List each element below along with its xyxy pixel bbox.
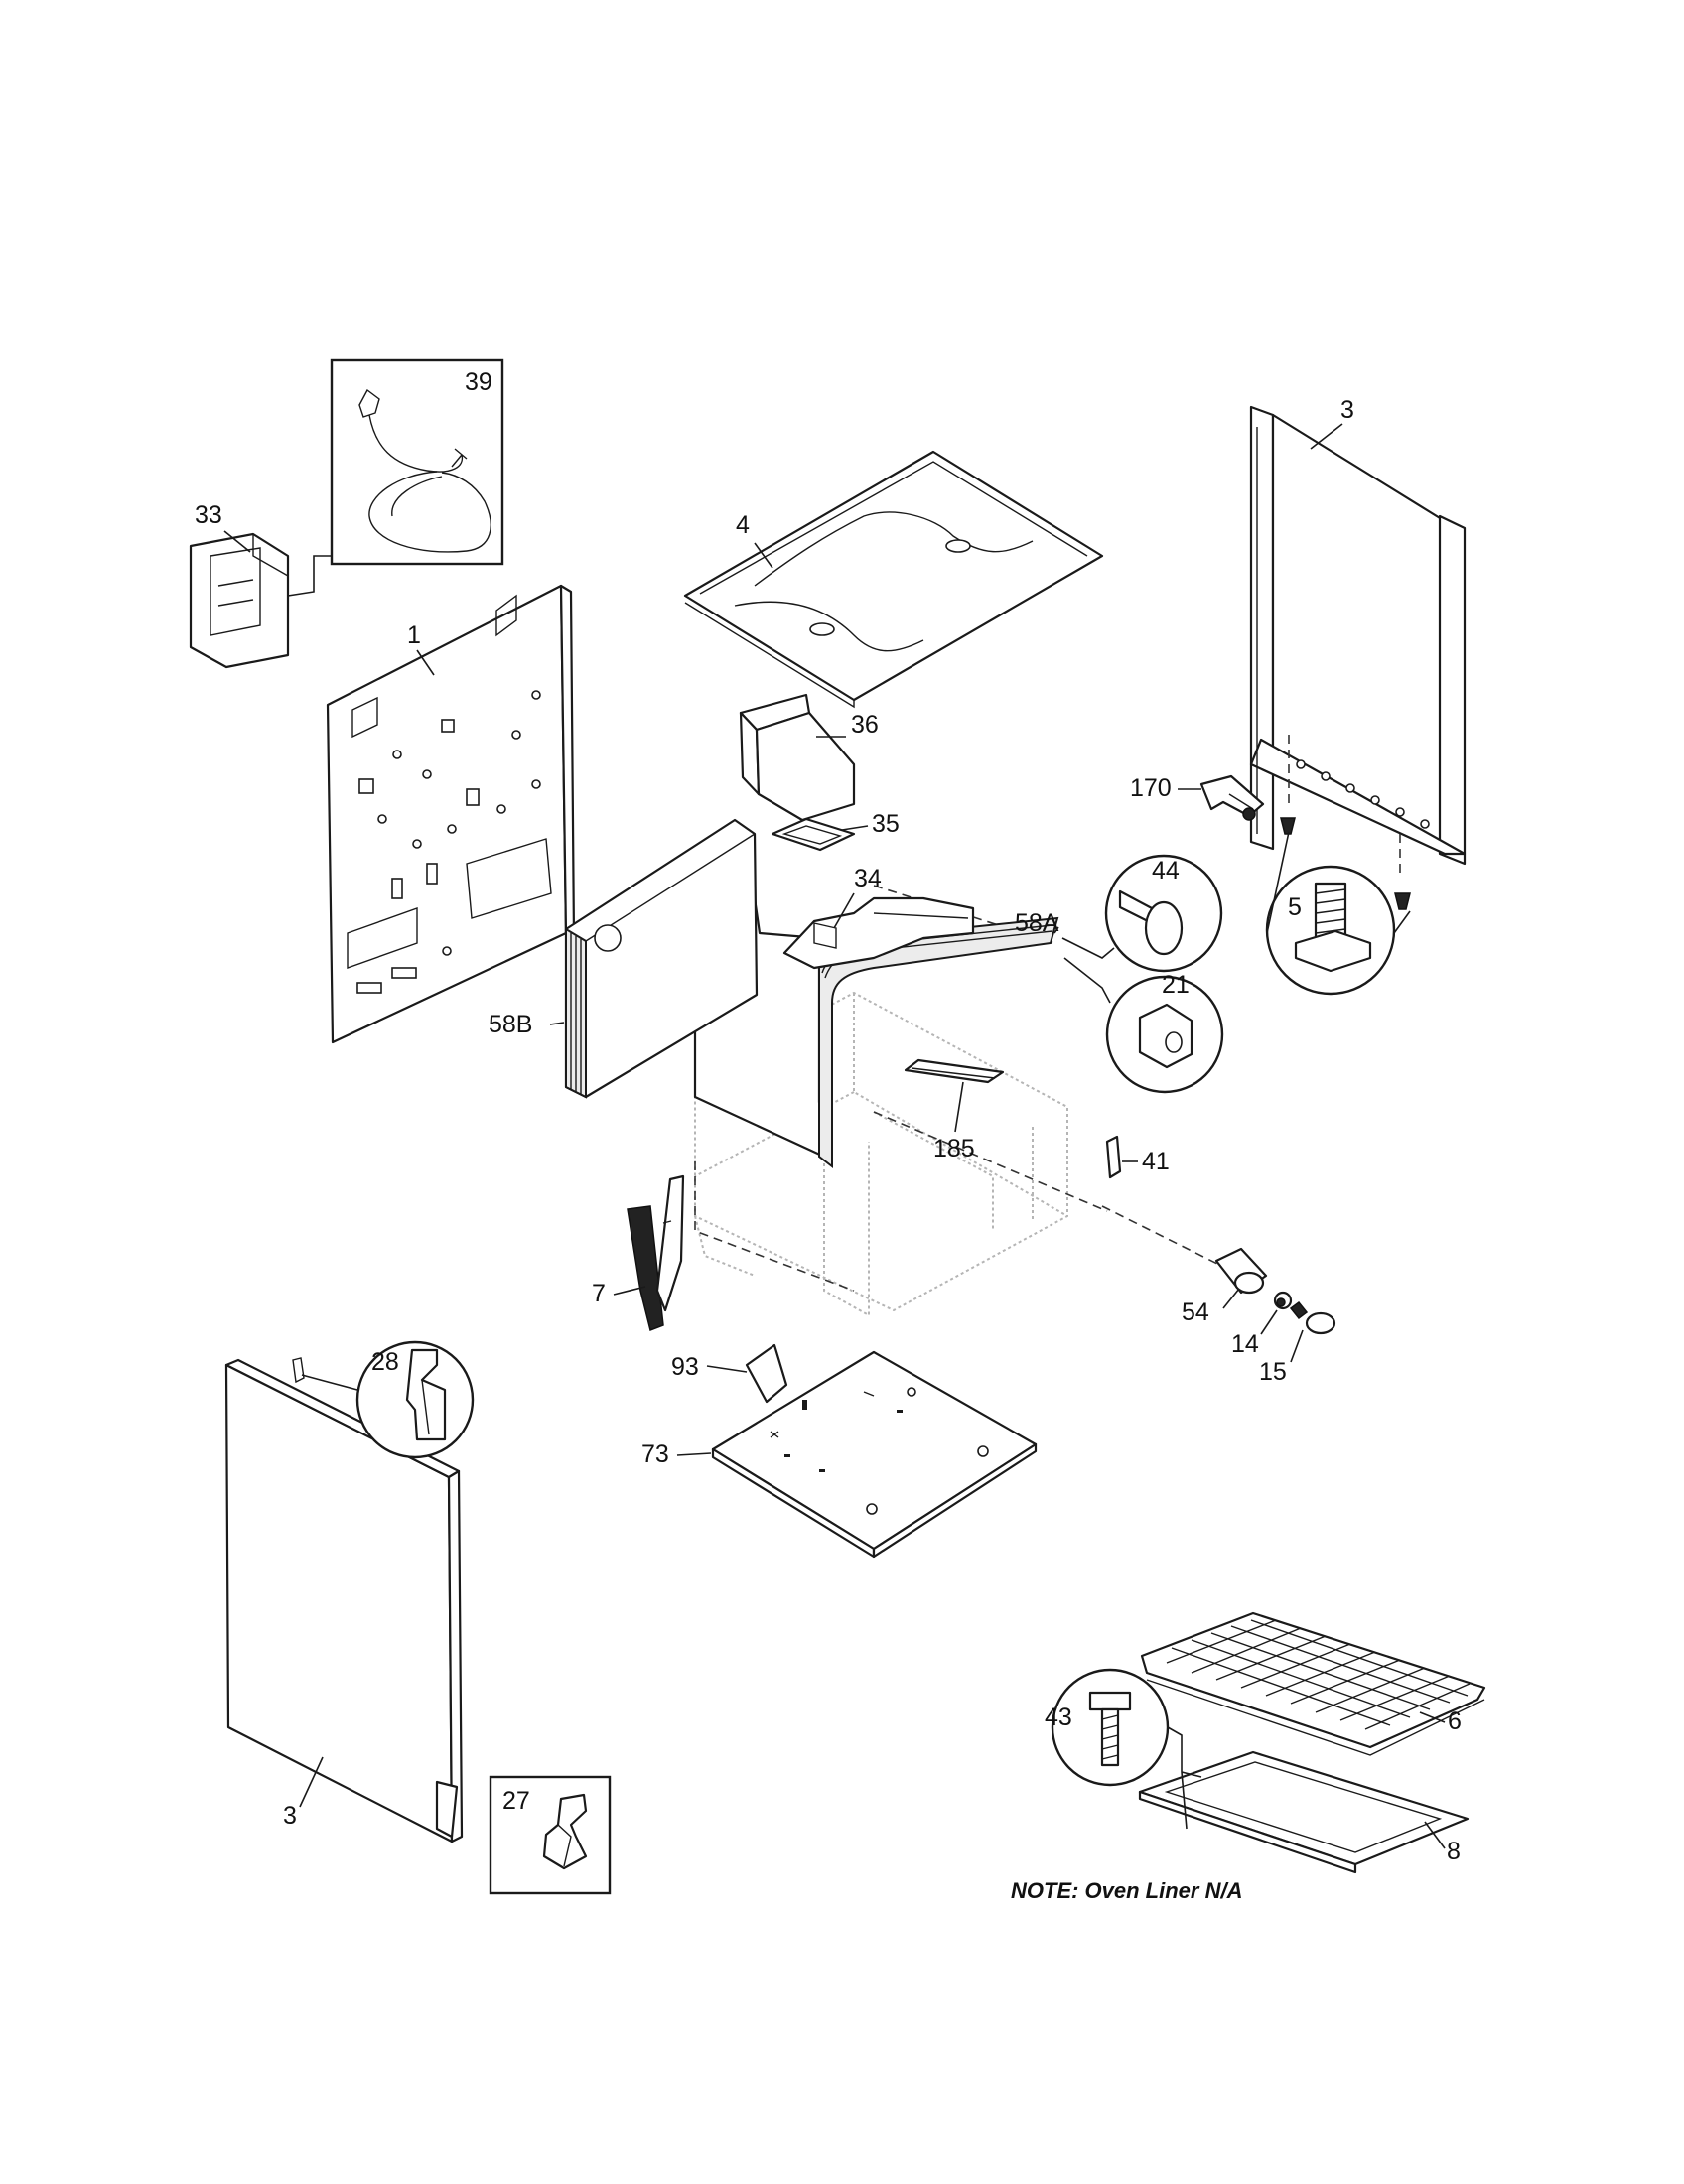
power-cord-box <box>330 358 504 566</box>
label-44: 44 <box>1152 857 1180 885</box>
part-34 <box>782 896 975 970</box>
terminal-block <box>189 532 332 669</box>
label-36: 36 <box>851 711 879 739</box>
leader-33 <box>223 530 251 553</box>
bar-185 <box>904 1058 1005 1084</box>
label-6: 6 <box>1448 1707 1462 1735</box>
leader-6 <box>1419 1711 1446 1723</box>
back-panel <box>326 584 576 1044</box>
label-93: 93 <box>671 1353 699 1381</box>
bracket-36 <box>739 693 856 822</box>
leader-35 <box>841 825 869 831</box>
bracket-170 <box>1199 774 1265 821</box>
label-39: 39 <box>465 368 492 396</box>
leader-4 <box>754 542 773 569</box>
insulation-58B <box>564 818 759 1099</box>
label-14: 14 <box>1231 1330 1259 1358</box>
leader-5 <box>1266 831 1411 934</box>
screw-left <box>1280 817 1296 835</box>
leader-8 <box>1424 1821 1446 1849</box>
label-21: 21 <box>1162 971 1190 999</box>
label-33: 33 <box>195 501 222 529</box>
hinge-7 <box>627 1174 685 1332</box>
bracket-93 <box>745 1343 788 1404</box>
bulb-15 <box>1289 1300 1336 1335</box>
clip-41 <box>1105 1135 1122 1179</box>
leader-14 <box>1260 1309 1278 1335</box>
leader-43 <box>1167 1726 1202 1830</box>
label-41: 41 <box>1142 1148 1170 1175</box>
label-1: 1 <box>407 621 421 649</box>
leader-3-bottom <box>299 1756 324 1808</box>
leader-1 <box>416 649 435 676</box>
leader-93 <box>706 1365 748 1373</box>
leader-7 <box>613 1286 646 1296</box>
dash-line-cavity <box>873 1111 1108 1212</box>
circle-21 <box>1105 975 1224 1094</box>
box-27 <box>489 1775 612 1895</box>
leader-15 <box>1290 1329 1304 1363</box>
label-43: 43 <box>1045 1704 1072 1731</box>
side-panel-right <box>1249 405 1467 874</box>
socket-54 <box>1214 1247 1268 1295</box>
label-34: 34 <box>854 865 882 892</box>
label-7: 7 <box>592 1280 606 1307</box>
plate-35 <box>771 817 856 852</box>
note-text: NOTE: Oven Liner N/A <box>1011 1878 1242 1903</box>
circle-44 <box>1104 854 1223 973</box>
leader-21 <box>1063 957 1111 1004</box>
label-73: 73 <box>641 1440 669 1468</box>
label-3-top: 3 <box>1340 396 1354 424</box>
bottom-panel-73 <box>711 1350 1038 1559</box>
top-panel <box>683 450 1104 709</box>
label-8: 8 <box>1447 1838 1461 1865</box>
label-27: 27 <box>502 1787 530 1815</box>
label-185: 185 <box>933 1135 975 1162</box>
leader-58A <box>1053 926 1059 934</box>
leader-44 <box>1061 937 1115 959</box>
leader-58B <box>549 1022 565 1025</box>
ring-14 <box>1273 1291 1293 1310</box>
leader-73 <box>676 1452 712 1456</box>
label-54: 54 <box>1182 1298 1209 1326</box>
label-58B: 58B <box>489 1011 532 1038</box>
leader-54 <box>1222 1288 1240 1309</box>
circle-5 <box>1265 865 1396 996</box>
label-5: 5 <box>1288 893 1302 921</box>
label-35: 35 <box>872 810 900 838</box>
leader-3-top <box>1310 423 1343 450</box>
label-4: 4 <box>736 511 750 539</box>
label-3-bottom: 3 <box>283 1802 297 1830</box>
dash-line-frame <box>694 1161 855 1292</box>
oven-rack <box>1140 1611 1486 1756</box>
circle-28 <box>301 1340 475 1459</box>
leader-185 <box>954 1081 964 1133</box>
screw-right <box>1394 892 1411 910</box>
oven-liner <box>1138 1750 1470 1874</box>
leader-34 <box>833 892 855 929</box>
dash-line-lower <box>1101 1205 1222 1267</box>
label-15: 15 <box>1259 1358 1287 1386</box>
label-170: 170 <box>1130 774 1172 802</box>
label-28: 28 <box>371 1348 399 1376</box>
label-58A: 58A <box>1015 909 1059 937</box>
